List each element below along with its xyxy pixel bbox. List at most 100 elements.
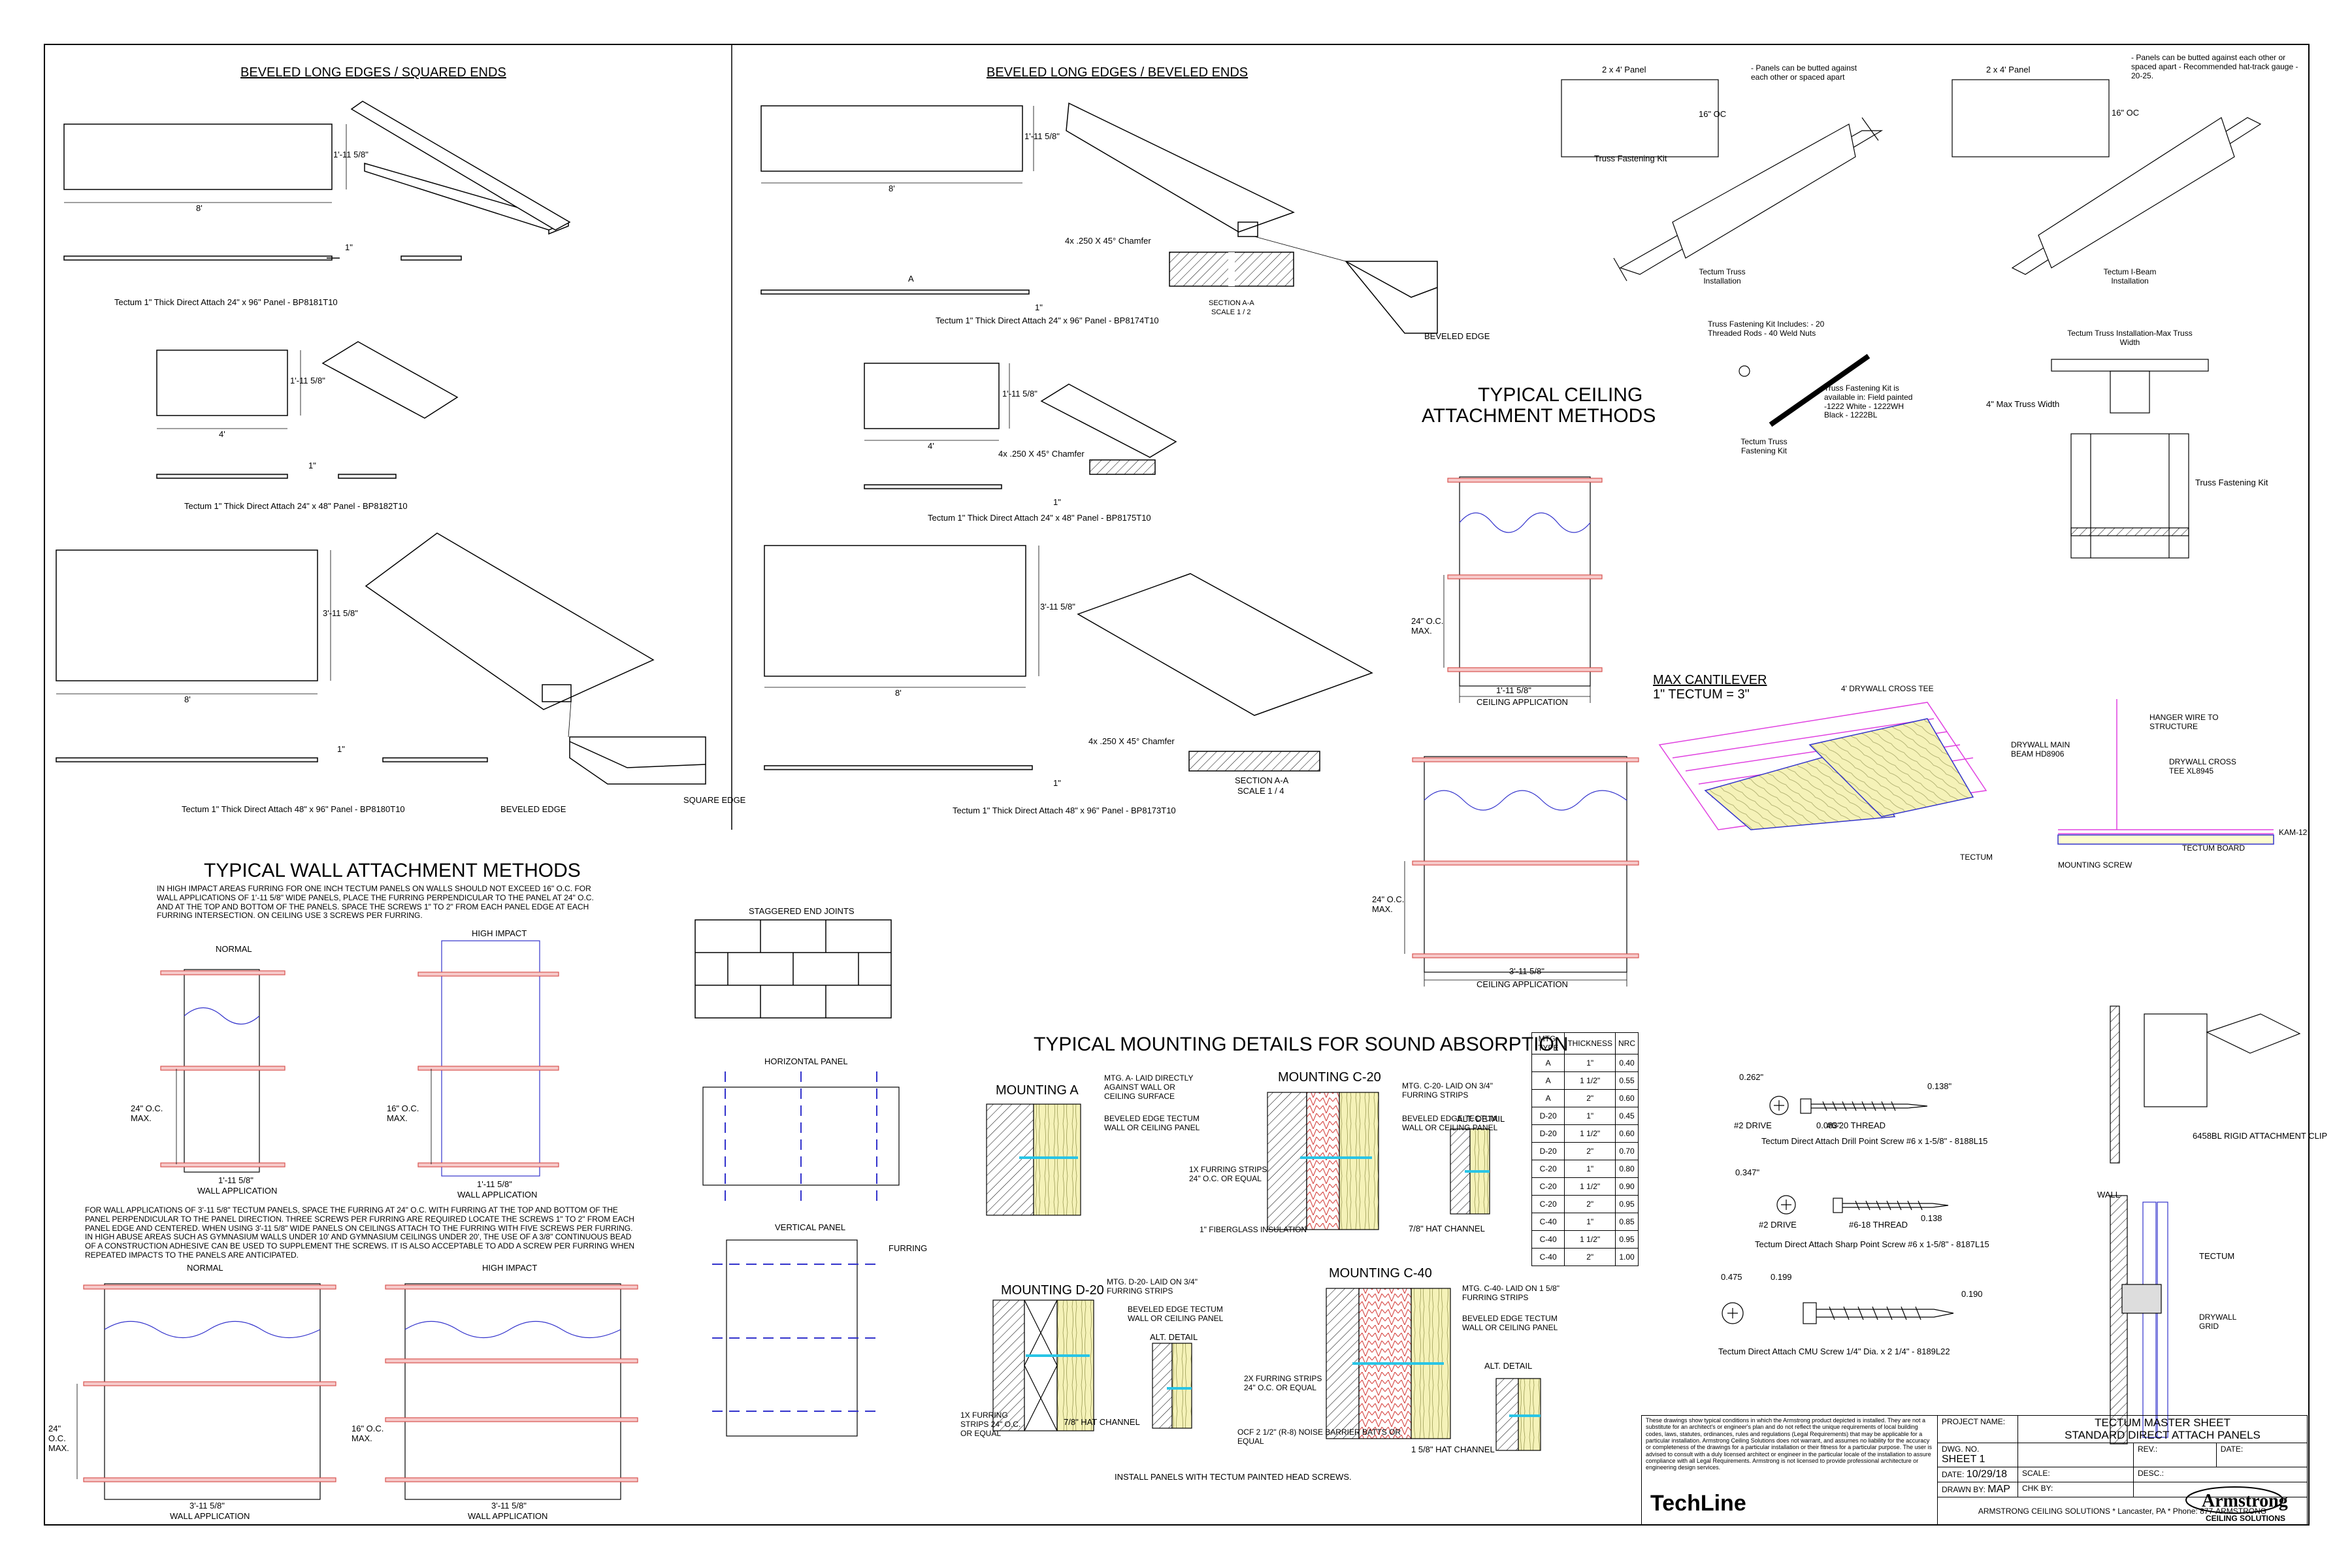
wall-normal-2 — [76, 1283, 336, 1500]
ceiling-app-2: CEILING APPLICATION — [1477, 979, 1568, 989]
s1-d3: 0.138" — [1927, 1081, 1952, 1091]
tb-dwg: SHEET 1 — [1942, 1454, 1985, 1465]
nrc-cell: 0.60 — [1615, 1089, 1639, 1107]
mount-title: TYPICAL MOUNTING DETAILS FOR SOUND ABSOR… — [1034, 1034, 1569, 1055]
mounting-a — [986, 1103, 1081, 1216]
wall-title: TYPICAL WALL ATTACHMENT METHODS — [204, 860, 581, 881]
grid-label: DRYWALL GRID — [2199, 1313, 2236, 1331]
m1-scale: SCALE 1 / 2 — [1211, 308, 1251, 316]
nrc-cell: D-20 — [1531, 1107, 1565, 1125]
install-note: INSTALL PANELS WITH TECTUM PAINTED HEAD … — [1115, 1472, 1352, 1482]
s2-d1: 0.347" — [1735, 1168, 1760, 1177]
wall-grid-section — [2110, 1195, 2168, 1445]
ceiling-title-1: TYPICAL CEILING — [1478, 384, 1643, 406]
nrc-cell: 0.45 — [1615, 1107, 1639, 1125]
kit-includes: Truss Fastening Kit Includes: - 20 Threa… — [1708, 319, 1825, 338]
wall-hi-2-label: HIGH IMPACT — [482, 1263, 538, 1273]
wall-w1-a: 1'-11 5/8" — [218, 1175, 253, 1185]
mount-d20-note2: BEVELED EDGE TECTUM WALL OR CEILING PANE… — [1128, 1305, 1224, 1323]
kit-caption: Tectum Truss Fastening Kit — [1740, 437, 1788, 455]
ceiling-app-1: CEILING APPLICATION — [1477, 697, 1568, 707]
p3-thk: 1" — [337, 744, 345, 754]
m1-dimw: 8' — [889, 184, 895, 193]
nrc-cell: C-40 — [1531, 1230, 1565, 1249]
nrc-cell: 0.80 — [1615, 1160, 1639, 1178]
beveled-edge-mid: BEVELED EDGE — [1424, 331, 1490, 341]
nrc-cell: D-20 — [1531, 1142, 1565, 1160]
wall-para2: FOR WALL APPLICATIONS OF 3'-11 5/8" TECT… — [85, 1205, 635, 1260]
square-edge-label: SQUARE EDGE — [683, 795, 746, 805]
ceiling-oc-1: 24" O.C. MAX. — [1411, 616, 1444, 636]
nrc-cell: 2" — [1564, 1089, 1616, 1107]
tb-date-label2: DATE: — [2215, 1443, 2308, 1468]
ibeam-installation — [1952, 79, 2262, 275]
wall-oc16-1: 16" O.C. MAX. — [387, 1103, 419, 1123]
p3-dimw: 8' — [184, 694, 191, 704]
ibeam-butt: - Panels can be butted against each othe… — [2131, 53, 2298, 80]
horizontal-panel — [702, 1071, 900, 1202]
wall-w1-b: 1'-11 5/8" — [477, 1179, 512, 1189]
nrc-cell: 1" — [1564, 1107, 1616, 1125]
cantilever-section — [2057, 699, 2274, 845]
nrc-cell: 1 1/2" — [1564, 1124, 1616, 1143]
mount-a-note2: BEVELED EDGE TECTUM WALL OR CEILING PANE… — [1104, 1114, 1200, 1132]
left-panel-3 — [56, 532, 706, 785]
p2-dimw: 4' — [219, 429, 225, 439]
clip-label: 6458BL RIGID ATTACHMENT CLIP — [2193, 1131, 2328, 1141]
cantilever-main-beam: DRYWALL MAIN BEAM HD8906 — [2011, 740, 2070, 759]
cantilever-hanger: HANGER WIRE TO STRUCTURE — [2149, 713, 2219, 731]
max-truss-w: 4" Max Truss Width — [1986, 399, 2060, 409]
nrc-cell: 2" — [1564, 1248, 1616, 1266]
nrc-cell: C-20 — [1531, 1195, 1565, 1213]
nrc-cell: C-40 — [1531, 1213, 1565, 1231]
m3-section: SECTION A-A — [1235, 776, 1289, 785]
mounting-c20 — [1267, 1092, 1490, 1230]
wall-oc24-2: 24" O.C. MAX. — [48, 1424, 69, 1453]
m3-scale: SCALE 1 / 4 — [1237, 786, 1284, 796]
nrc-cell: 0.95 — [1615, 1195, 1639, 1213]
left-panel-2 — [156, 341, 459, 479]
p1-dimh: 1'-11 5/8" — [333, 150, 368, 159]
s1-drive: #2 DRIVE — [1734, 1120, 1772, 1130]
wall-intro: IN HIGH IMPACT AREAS FURRING FOR ONE INC… — [157, 884, 594, 921]
wall-w3-b: 3'-11 5/8" — [491, 1501, 527, 1511]
mounting-d20 — [992, 1299, 1192, 1431]
s3-d1: 0.475 — [1721, 1272, 1742, 1282]
wall-oc16-2: 16" O.C. MAX. — [351, 1424, 384, 1443]
wall-high-impact-1 — [417, 940, 559, 1177]
cantilever-title-2: 1" TECTUM = 3" — [1653, 687, 1750, 702]
ceiling-diagram-2 — [1404, 756, 1639, 987]
s1-caption: Tectum Direct Attach Drill Point Screw #… — [1761, 1136, 1988, 1146]
nrc-cell: 2" — [1564, 1142, 1616, 1160]
p2-caption: Tectum 1" Thick Direct Attach 24" x 48" … — [184, 501, 408, 511]
tb-dwg-label: DWG. NO. — [1942, 1445, 1980, 1454]
tb-drawn: MAP — [1987, 1484, 2010, 1495]
m1-section: SECTION A-A — [1209, 299, 1254, 307]
mount-c40-alt: ALT. DETAIL — [1484, 1361, 1533, 1371]
mount-c20-note3: 1X FURRING STRIPS 24" O.C. OR EQUAL — [1189, 1165, 1267, 1183]
nrc-cell: 1" — [1564, 1160, 1616, 1178]
m2-dimh: 1'-11 5/8" — [1002, 389, 1037, 399]
mid-title: BEVELED LONG EDGES / BEVELED ENDS — [987, 65, 1249, 80]
nrc-cell: 1" — [1564, 1054, 1616, 1072]
p2-thk: 1" — [308, 461, 316, 470]
cantilever-board: TECTUM BOARD — [2182, 843, 2245, 853]
m3-dimw: 8' — [895, 688, 902, 698]
nrc-cell: C-40 — [1531, 1248, 1565, 1266]
nrc-cell: 0.90 — [1615, 1177, 1639, 1196]
wall-normal-1 — [160, 969, 286, 1173]
p1-dimw: 8' — [196, 203, 203, 213]
furring-label: FURRING — [889, 1243, 928, 1253]
wall-app-3: WALL APPLICATION — [170, 1511, 250, 1521]
ibeam-panel-label: 2 x 4' Panel — [1986, 65, 2031, 74]
attachment-clip — [2110, 1005, 2301, 1164]
